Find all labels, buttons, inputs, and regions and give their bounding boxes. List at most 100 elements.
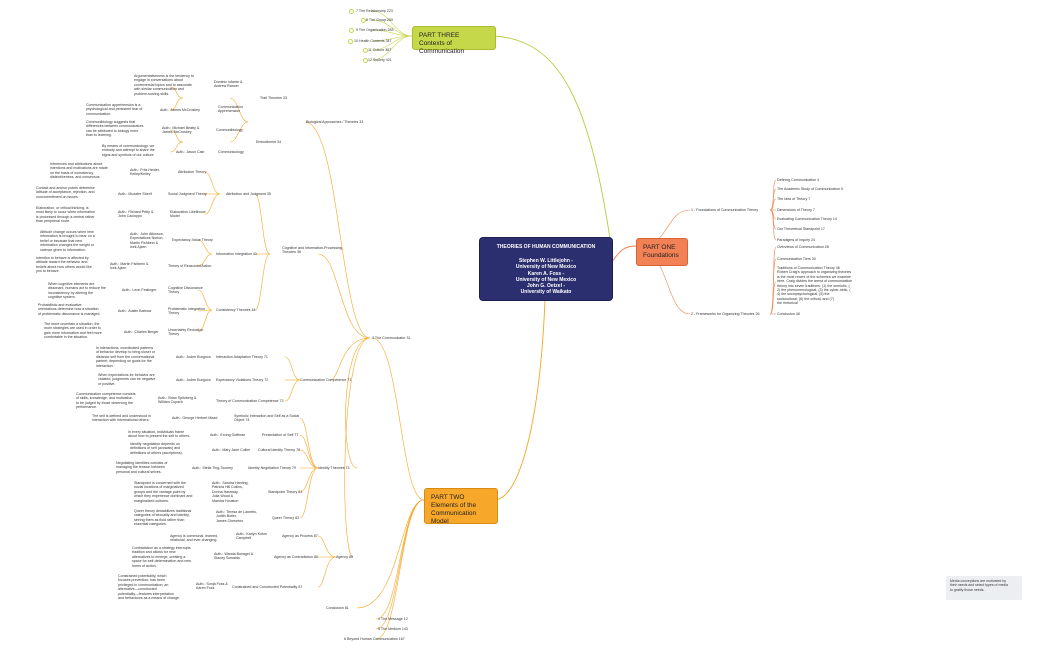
- part-three-item[interactable]: 12 Society 421: [368, 58, 392, 62]
- part-three-item[interactable]: 10 Health Contexts 347: [354, 39, 392, 43]
- ch1-item[interactable]: Paradigms of Inquiry 24: [777, 238, 815, 242]
- compet2-source: Auth.: Judee Burgoon: [176, 378, 211, 382]
- id5-node[interactable]: Queer Theory 83: [272, 516, 300, 520]
- cons3-node[interactable]: Uncertainty Reduction Theory: [168, 328, 204, 337]
- attr1-node[interactable]: Attribution Theory: [178, 170, 207, 174]
- communicator-chapter[interactable]: 3 The Communicator 31: [372, 336, 411, 340]
- agency2-source: Auth.: Wanda Bonagel & Stacey Sowards: [214, 552, 254, 561]
- item-bullet-icon: [363, 58, 368, 63]
- central-title: THEORIES OF HUMAN COMMUNICATION: [496, 244, 596, 250]
- compet2-node[interactable]: Expectancy Violations Theory 72: [216, 378, 269, 382]
- trait-desc-1: Argumentativeness is the tendency to eng…: [134, 74, 194, 96]
- agency3-source: Auth.: Sonja Foss & Karen Foss: [196, 582, 228, 591]
- id1-desc: In every situation, individuals frame ab…: [128, 430, 191, 439]
- trait-branch[interactable]: Trait Theories 33: [260, 96, 287, 100]
- part-two-node[interactable]: PART TWO Elements of the Communication M…: [424, 488, 498, 525]
- author-line: University of New Mexico: [515, 276, 577, 283]
- agency1-source: Auth.: Karlyn Kohrs Campbell: [236, 532, 267, 541]
- agency1-node[interactable]: Agency as Process 87: [282, 534, 318, 538]
- embodiment-branch[interactable]: Embodiment 34: [256, 140, 282, 144]
- chapter-1[interactable]: 1 - Foundations of Communication Theory: [691, 208, 759, 212]
- cons2-node[interactable]: Problematic Integration Theory: [168, 307, 205, 316]
- identity-branch[interactable]: Identity Theories 73: [318, 466, 350, 470]
- compet1-node[interactable]: Interaction Adaptation Theory 71: [216, 355, 268, 359]
- cons2-desc: Probabilistic and evaluative orientation…: [38, 303, 101, 316]
- attr1-desc: Inferences and attributions about intent…: [50, 162, 108, 180]
- sym-source: Auth.: George Herbert Mead: [172, 416, 218, 420]
- agency1-desc: Agency is communal, learned, relational,…: [170, 534, 219, 543]
- embod-source-1: Auth.: Michael Beatty & James McCroskey: [162, 126, 200, 135]
- attr-branch[interactable]: Attribution and Judgment 36: [226, 192, 271, 196]
- conclusion[interactable]: Conclusion 81: [326, 606, 349, 610]
- central-authors: Stephen W. Littlejohn - University of Ne…: [480, 258, 612, 295]
- part-three-item[interactable]: 7 The Relationship 223: [356, 9, 393, 13]
- compet1-desc: In interactions, coordinated patterns of…: [96, 346, 156, 368]
- id1-node[interactable]: Presentation of Self 77: [262, 433, 299, 437]
- integ2-node[interactable]: Theory of Reasoned Action: [168, 264, 212, 268]
- item-bullet-icon: [349, 28, 354, 33]
- ch2-item[interactable]: Communication Tiers 30: [777, 257, 816, 261]
- id3-node[interactable]: Identity Negotiation Theory 79: [248, 466, 296, 470]
- item-bullet-icon: [363, 48, 368, 53]
- ch1-item[interactable]: The Academic Study of Communication 5: [777, 187, 843, 191]
- ch1-item[interactable]: Dimensions of Theory 7: [777, 208, 815, 212]
- id4-desc: Standpoint is concerned with the social …: [134, 481, 193, 503]
- part-two-item[interactable]: 6 Beyond Human Communication 167: [344, 637, 405, 641]
- compet3-node[interactable]: Theory of Communication Competence 73: [216, 399, 284, 403]
- cons2-source: Auth.: Austin Babrow: [118, 309, 152, 313]
- sym-node[interactable]: Symbolic Interaction and Self as a Socia…: [234, 414, 300, 423]
- agency-branch[interactable]: Agency 85: [336, 555, 353, 559]
- ch1-item[interactable]: Defining Communication 4: [777, 178, 820, 182]
- cons1-desc: When cognitive elements are dissonant, h…: [48, 282, 106, 300]
- id5-desc: Queer theory destabilizes traditional ca…: [134, 509, 192, 527]
- id4-source: Auth.: Sandra Harding, Patricia Hill Col…: [212, 481, 249, 503]
- agency3-node[interactable]: Constrained and Constructed Potentiality…: [232, 585, 303, 589]
- ch1-item[interactable]: Our Theoretical Standpoint 17: [777, 227, 825, 231]
- chapter-2[interactable]: 2 - Frameworks for Organizing Theories 2…: [691, 312, 760, 316]
- attr2-node[interactable]: Social Judgment Theory: [168, 192, 207, 196]
- part-two-item[interactable]: 4 The Message 12: [378, 617, 408, 621]
- agency3-desc: Constrained potentiality, which focuses …: [118, 574, 180, 601]
- central-topic[interactable]: THEORIES OF HUMAN COMMUNICATION Stephen …: [480, 238, 612, 300]
- author-line: University of New Mexico: [515, 264, 577, 271]
- item-bullet-icon: [349, 9, 354, 14]
- item-bullet-icon: [361, 18, 366, 23]
- part-three-node[interactable]: PART THREE Contexts of Communication: [412, 26, 496, 55]
- ch1-item[interactable]: Evaluating Communication Theory 14: [777, 217, 837, 221]
- part-one-node[interactable]: PART ONE Foundations: [636, 238, 688, 266]
- agency2-desc: Contradiction as a strategy interrupts t…: [132, 546, 191, 568]
- trait-node-2[interactable]: Communication Apprehension: [218, 105, 243, 114]
- id4-node[interactable]: Standpoint Theory 81: [268, 490, 303, 494]
- id2-node[interactable]: Cultural Identity Theory 78: [258, 448, 301, 452]
- integ2-source: Auth.: Martin Fishbein & Icek Ajzen: [110, 262, 149, 271]
- part-three-item[interactable]: 9 The Organization 283: [356, 28, 394, 32]
- agency2-node[interactable]: Agency as Contradiction 86: [274, 555, 318, 559]
- cons1-source: Auth.: Leon Festinger: [122, 288, 157, 292]
- ch2-item[interactable]: Conclusion 48: [777, 312, 800, 316]
- compet-branch[interactable]: Communication Competence 71: [300, 378, 352, 382]
- id3-desc: Negotiating identities consists of manag…: [116, 461, 168, 474]
- embod-desc-1: Communibiology suggests that differences…: [86, 120, 144, 138]
- integ1-desc: Attitude change occurs when new informat…: [40, 230, 95, 252]
- attr3-node[interactable]: Elaboration Likelihood Model: [170, 210, 206, 219]
- attr3-desc: Elaboration, or critical thinking, is mo…: [36, 206, 95, 224]
- part-two-item[interactable]: 5 The Medium 143: [378, 627, 408, 631]
- cog-branch[interactable]: Cognitive and Information-Processing The…: [282, 246, 342, 255]
- compet3-desc: Communication competence consists of ski…: [76, 392, 136, 410]
- bio-branch[interactable]: Biological Approaches / Theories 33: [306, 120, 364, 124]
- ch2-item-traditions[interactable]: Traditions of Communication Theory 46 Ro…: [777, 266, 853, 306]
- attr2-desc: Contact and anchor points determine lati…: [36, 186, 95, 199]
- part-three-item[interactable]: 8 The Group 260: [366, 18, 394, 22]
- integ1-node[interactable]: Expectancy-Value Theory: [172, 238, 213, 242]
- ch2-item[interactable]: Overviews of Communication 28: [777, 245, 829, 249]
- cons3-source: Auth.: Charles Berger: [124, 330, 159, 334]
- id1-source: Auth.: Erving Goffman: [210, 433, 246, 437]
- integ-branch[interactable]: Information Integration 41: [216, 252, 257, 256]
- author-line: University of Waikato: [520, 289, 572, 296]
- cons1-node[interactable]: Cognitive Dissonance Theory: [168, 286, 203, 295]
- cons-branch[interactable]: Consistency Theories 44: [216, 308, 256, 312]
- part-three-item[interactable]: 11 Culture 387: [368, 48, 392, 52]
- embod-node-1[interactable]: Communibiology: [216, 128, 243, 132]
- ch1-item[interactable]: The Idea of Theory 7: [777, 197, 811, 201]
- embod-node-2[interactable]: Communicology: [218, 150, 244, 154]
